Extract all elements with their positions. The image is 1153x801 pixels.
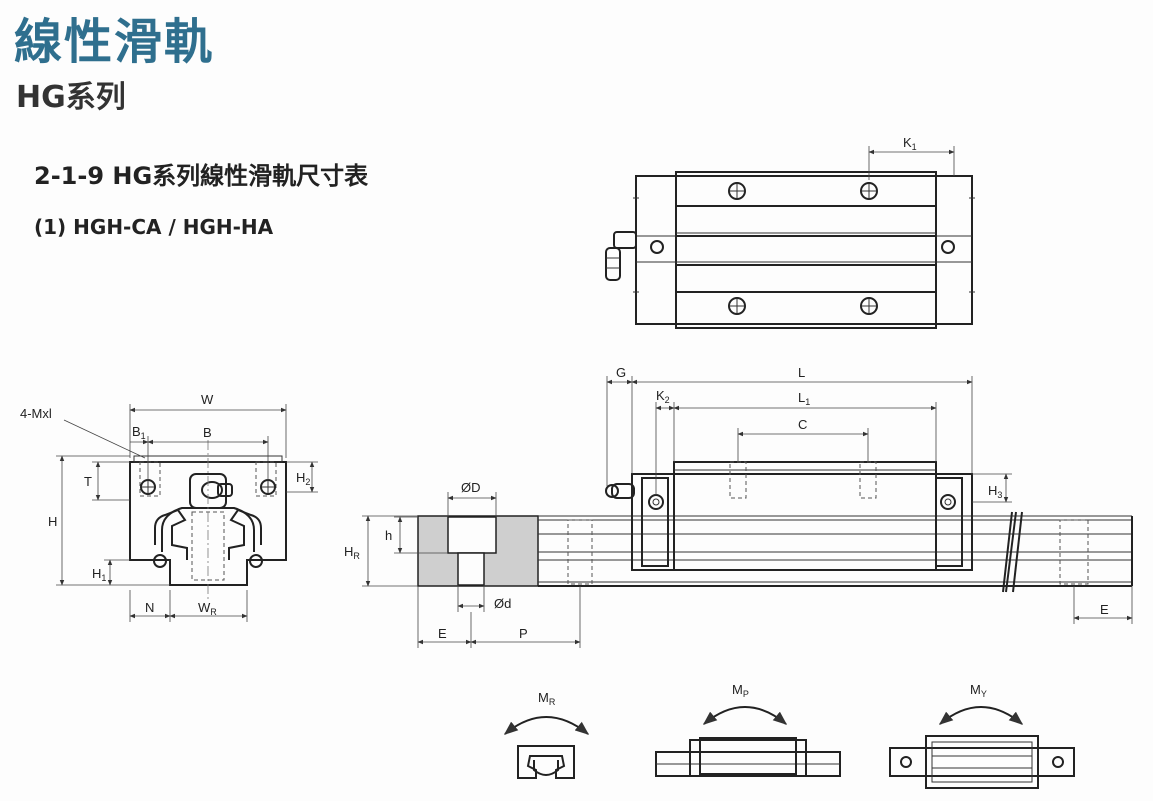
dim-label-t: T (84, 474, 92, 489)
moment-label-mp: MP (732, 682, 749, 699)
moment-diagram-mr: MR (503, 690, 590, 779)
page-title: 線性滑軌 (14, 14, 215, 70)
top-view: K1 (605, 135, 975, 329)
dim-label-e-right: E (1100, 602, 1109, 617)
dim-label-h3: H3 (988, 483, 1002, 500)
grease-nipple-icon (605, 231, 637, 281)
dim-label-b: B (203, 425, 212, 440)
dim-label-e-left: E (438, 626, 447, 641)
grease-nipple-icon (189, 473, 233, 509)
dim-label-l1: L1 (798, 390, 810, 407)
dim-label-h1: H1 (92, 566, 106, 583)
grease-nipple-icon (605, 483, 635, 499)
dim-label-k1: K1 (903, 135, 917, 152)
mounting-hole-icon (648, 494, 956, 510)
moment-label-my: MY (970, 682, 987, 699)
dim-label-w: W (201, 392, 214, 407)
side-view: G L K2 L1 C H3 ØD Ød h HR (344, 365, 1133, 648)
moment-diagram-my: MY (889, 682, 1075, 789)
dim-label-c: C (798, 417, 807, 432)
dim-label-h: H (48, 514, 57, 529)
dim-label-od-small: Ød (494, 596, 511, 611)
dim-label-k2: K2 (656, 388, 670, 405)
model-heading: (1) HGH-CA / HGH-HA (34, 215, 274, 239)
dim-label-hr: HR (344, 544, 360, 561)
dim-label-od: ØD (461, 480, 481, 495)
dim-label-h2: H2 (296, 470, 310, 487)
mxl-label: 4-Mxl (20, 406, 52, 421)
dim-label-h-small: h (385, 528, 392, 543)
series-subtitle: HG系列 (16, 80, 126, 115)
dim-label-l: L (798, 365, 805, 380)
mounting-hole-icon (650, 182, 955, 315)
dim-label-p: P (519, 626, 528, 641)
moment-diagram-mp: MP (655, 682, 841, 777)
section-heading: 2-1-9 HG系列線性滑軌尺寸表 (34, 162, 369, 190)
dim-label-wr: WR (198, 600, 217, 617)
dim-label-b1: B1 (132, 424, 146, 441)
dim-label-g: G (616, 365, 626, 380)
dim-label-n: N (145, 600, 154, 615)
moment-label-mr: MR (538, 690, 556, 707)
end-view: W B B1 4-Mxl H T H1 H2 N WR (20, 392, 318, 622)
